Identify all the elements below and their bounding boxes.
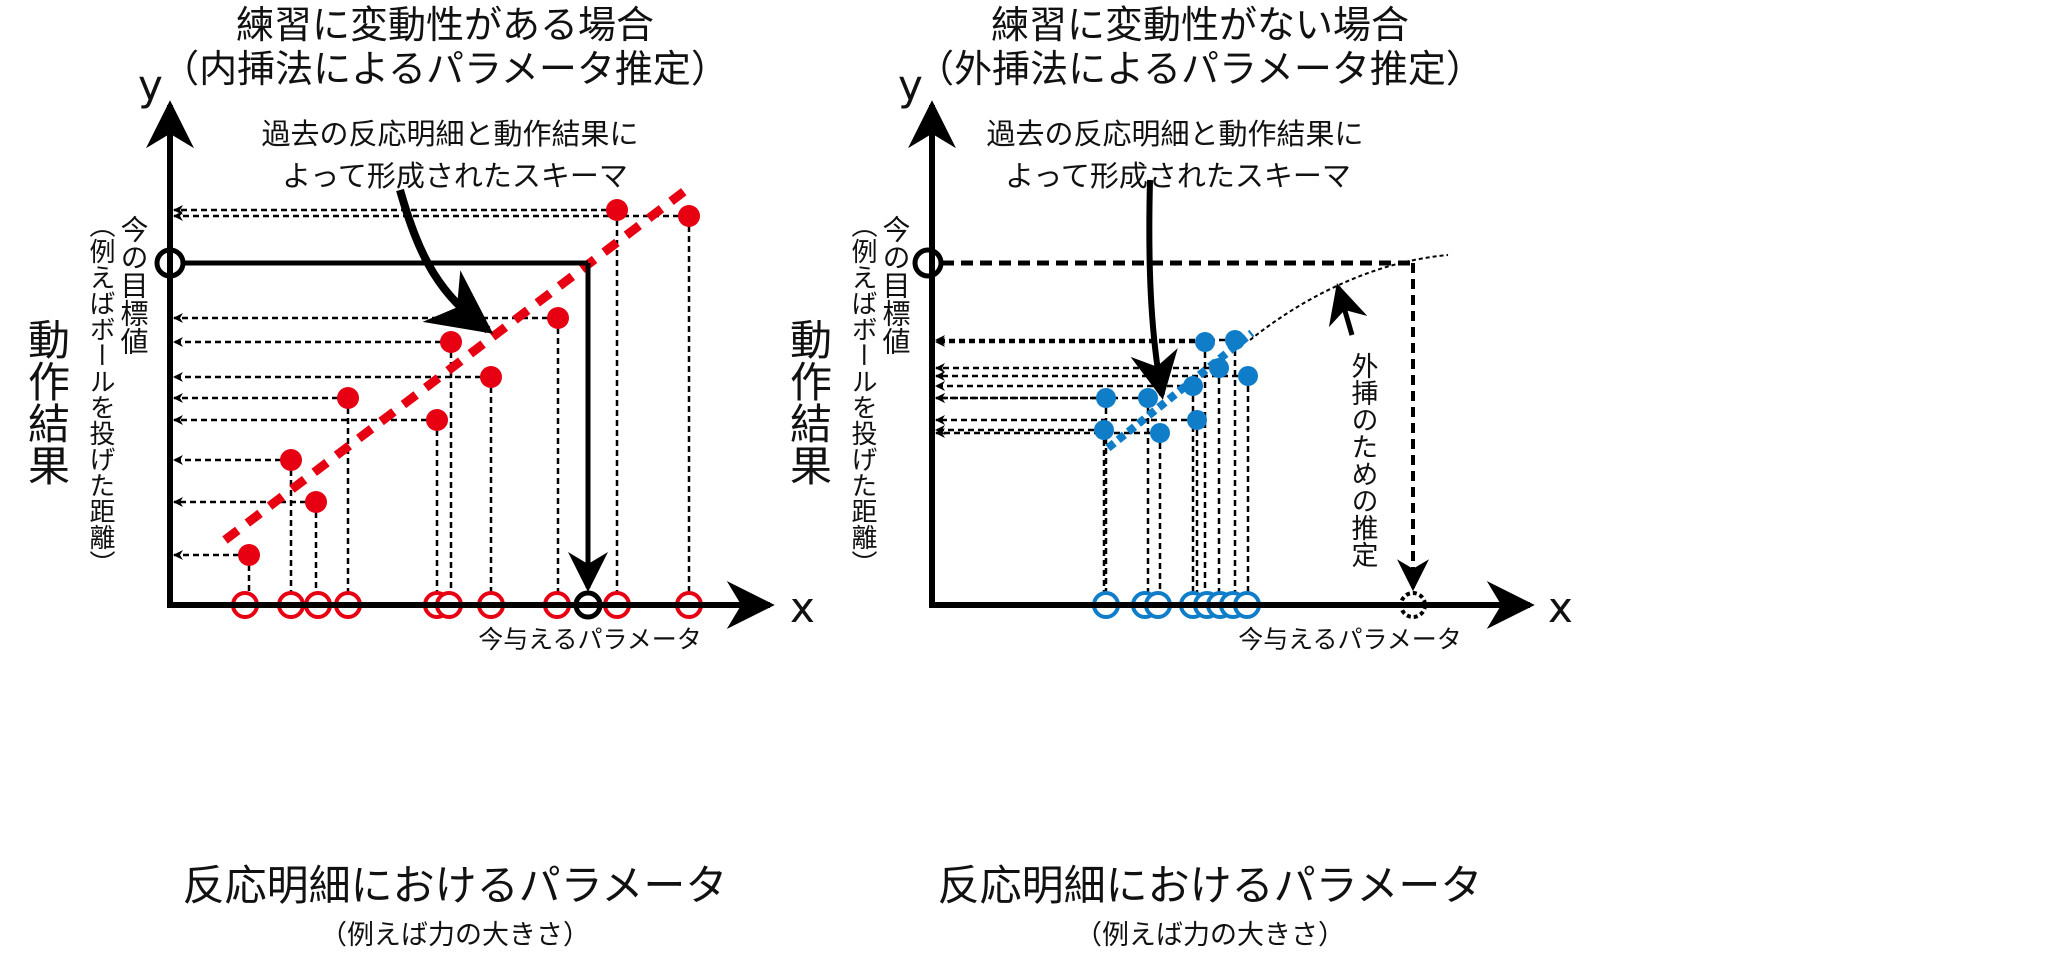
left-x-title: 反応明細におけるパラメータ — [183, 861, 728, 910]
right-x-title: 反応明細におけるパラメータ — [938, 861, 1483, 910]
right-current-param-label: 今与えるパラメータ — [1238, 625, 1462, 654]
past-outcome-point — [337, 387, 359, 409]
past-outcome-point — [1187, 410, 1207, 430]
left-y-axis-label: y — [138, 61, 163, 110]
left-x-axis-label: x — [790, 583, 815, 632]
past-outcome-point — [305, 491, 327, 513]
right-x-example: （例えば力の大きさ） — [1075, 920, 1345, 951]
right-y-axis-label: y — [898, 61, 923, 110]
left-target-label: 今の目標値 — [117, 215, 150, 355]
past-outcome-point — [606, 199, 628, 221]
past-outcome-point — [678, 205, 700, 227]
past-outcome-point — [1138, 388, 1158, 408]
schema-pointer-arrow — [1130, 179, 1178, 400]
left-current-param-label: 今与えるパラメータ — [478, 625, 702, 654]
past-outcome-point — [1195, 332, 1215, 352]
past-outcome-point — [1096, 388, 1116, 408]
past-outcome-point — [547, 307, 569, 329]
right-extrapolation-label: 外挿のための推定 — [1347, 352, 1379, 568]
left-x-example: （例えば力の大きさ） — [320, 920, 590, 951]
right-annotation-line2: よって形成されたスキーマ — [1005, 159, 1351, 193]
schema-pointer-arrow — [396, 188, 494, 334]
past-outcome-point — [238, 544, 260, 566]
schema-line — [222, 183, 693, 544]
past-outcome-point — [1150, 423, 1170, 443]
right-title-line2: （外挿法によるパラメータ推定） — [916, 47, 1484, 91]
right-title-line1: 練習に変動性がない場合 — [991, 3, 1409, 47]
right-panel: 練習に変動性がない場合 （外挿法によるパラメータ推定） 過去の反応明細と動作結果… — [784, 3, 1573, 951]
left-y-title: 動作結果 — [22, 318, 71, 486]
left-y-example: （例えばボールを投げた距離） — [85, 212, 115, 576]
right-y-title: 動作結果 — [784, 318, 833, 486]
past-outcome-point — [440, 331, 462, 353]
past-outcome-point — [1094, 420, 1114, 440]
past-outcome-point — [426, 409, 448, 431]
left-panel: 練習に変動性がある場合 （内挿法によるパラメータ推定） 過去の反応明細と動作結果… — [22, 3, 815, 951]
right-target-label: 今の目標値 — [879, 215, 912, 355]
left-title-line1: 練習に変動性がある場合 — [236, 3, 654, 47]
past-outcome-point — [280, 449, 302, 471]
left-title-line2: （内挿法によるパラメータ推定） — [161, 47, 729, 91]
extrapolated-curve — [1249, 254, 1449, 341]
left-annotation-line1: 過去の反応明細と動作結果に — [261, 117, 638, 151]
extrapolation-pointer-arrow — [1328, 283, 1368, 336]
schema-line — [1105, 329, 1255, 452]
left-annotation-line2: よって形成されたスキーマ — [282, 159, 628, 193]
target-value-marker — [912, 247, 944, 279]
past-outcome-point — [1225, 330, 1245, 350]
past-outcome-point — [1238, 366, 1258, 386]
past-outcome-point — [480, 366, 502, 388]
right-x-axis-label: x — [1548, 583, 1573, 632]
right-y-example: （例えばボールを投げた距離） — [847, 212, 877, 576]
right-annotation-line1: 過去の反応明細と動作結果に — [986, 117, 1363, 151]
